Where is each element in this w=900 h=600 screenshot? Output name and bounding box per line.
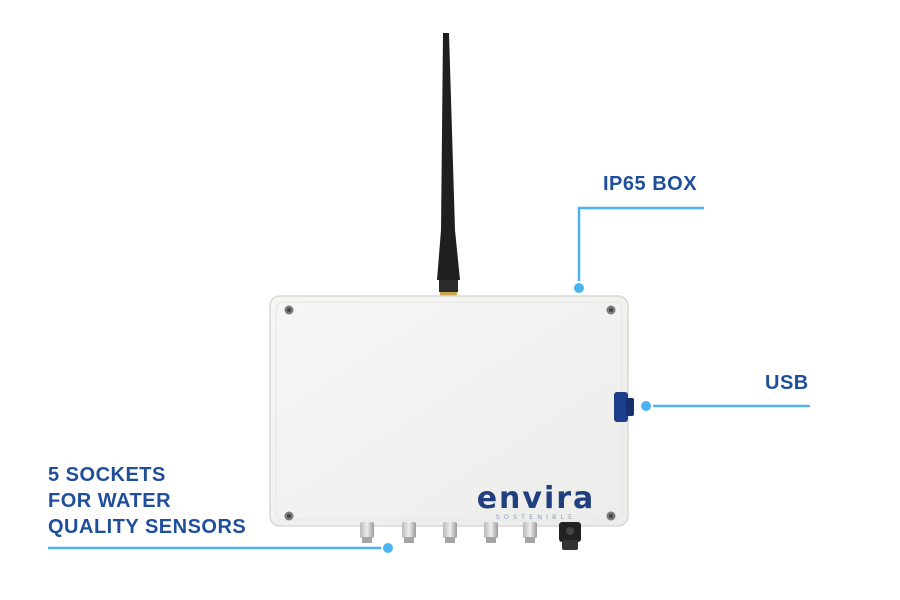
callout-usb-line — [639, 399, 810, 413]
envira-logo-sub: SOSTENIBLE — [496, 513, 576, 521]
connector-icon — [523, 522, 537, 543]
connector-icon — [443, 522, 457, 543]
connector-icon — [360, 522, 374, 543]
sockets-group — [360, 522, 537, 543]
envira-logo: envira — [477, 481, 596, 516]
usb-label: USB — [765, 372, 809, 394]
callout-ip65-line — [572, 206, 704, 295]
ip65-box-label: IP65 BOX — [603, 173, 698, 195]
connector-icon — [402, 522, 416, 543]
sockets-label-line3: QUALITY SENSORS — [48, 516, 247, 538]
usb-port-icon — [614, 392, 634, 422]
callout-sockets-line — [48, 541, 395, 555]
connector-icon — [484, 522, 498, 543]
screw-icon — [284, 305, 616, 521]
sockets-label: 5 SOCKETS FOR WATER QUALITY SENSORS — [48, 462, 246, 540]
sockets-label-line2: FOR WATER — [48, 490, 172, 512]
antenna-icon — [437, 33, 460, 298]
cable-gland-icon — [559, 522, 581, 550]
sockets-label-line1: 5 SOCKETS — [48, 464, 166, 486]
